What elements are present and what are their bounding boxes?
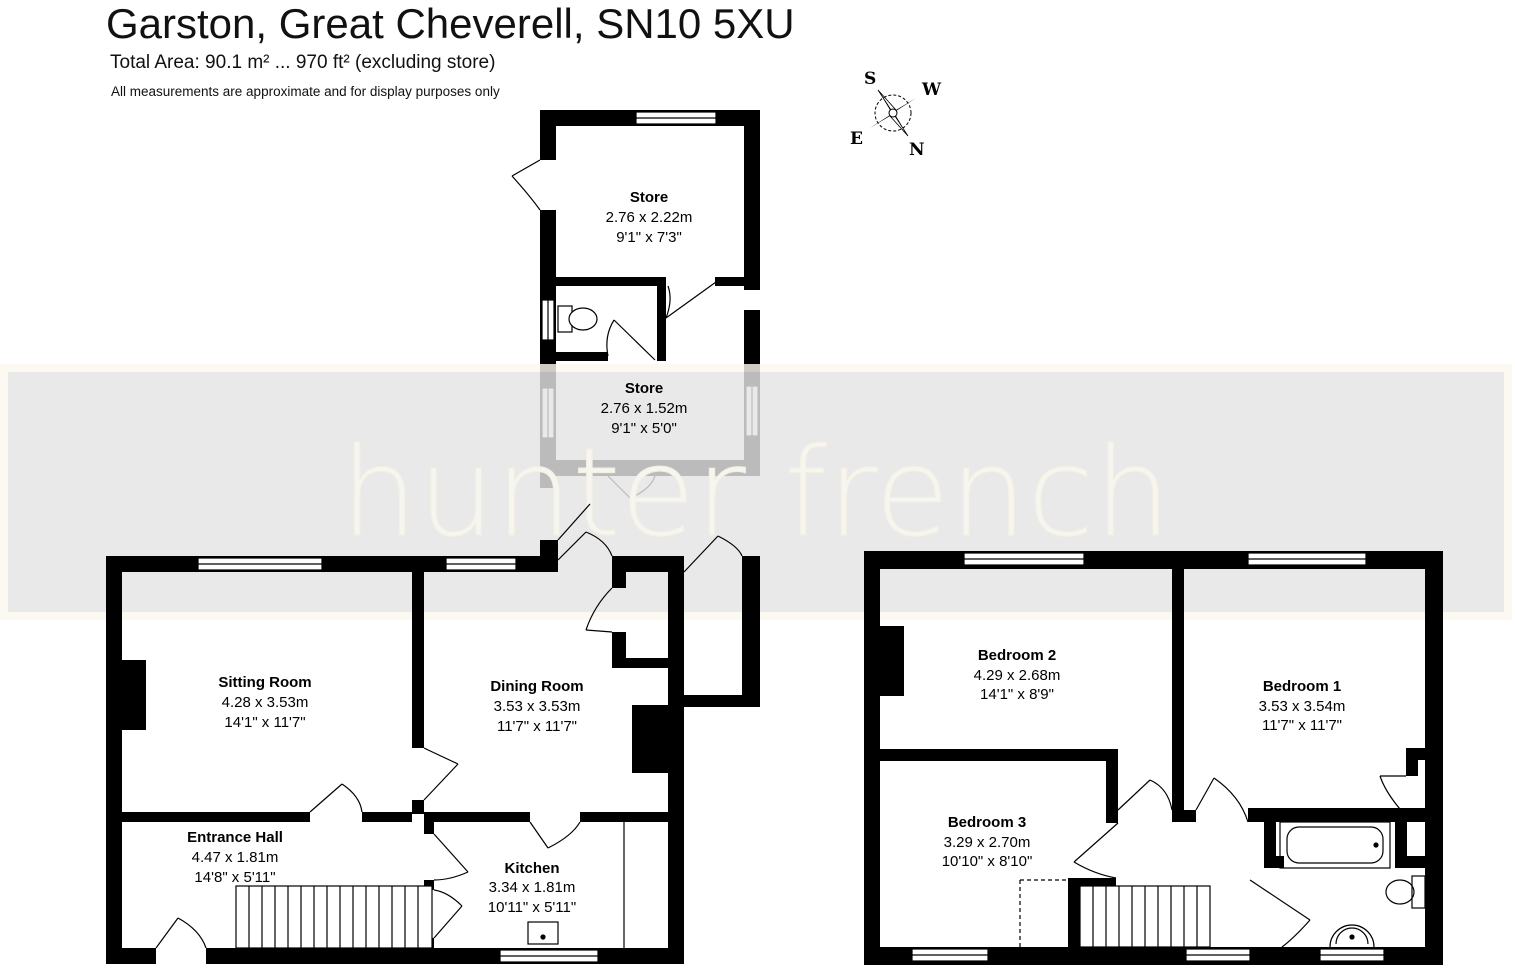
entrance-hall-name: Entrance Hall [187,829,283,846]
bedroom-2-metric: 4.29 x 2.68m [974,667,1061,684]
bedroom-3-imperial: 10'10" x 8'10" [942,853,1033,870]
bedroom-1-imperial: 11'7" x 11'7" [1262,717,1342,734]
sitting-room-metric: 4.28 x 3.53m [222,694,309,711]
entrance-hall-imperial: 14'8" x 5'11" [194,869,275,886]
compass-e-label: E [850,129,863,149]
total-area: Total Area: 90.1 m² ... 970 ft² (excludi… [110,52,496,73]
ground-floor-windows [197,557,599,963]
store-lower-imperial: 9'1" x 5'0" [611,420,677,437]
store-lower-name: Store [625,380,663,397]
bedroom-1-metric: 3.53 x 3.54m [1259,698,1346,715]
sitting-room-imperial: 14'1" x 11'7" [224,714,305,731]
disclaimer: All measurements are approximate and for… [111,84,500,99]
dining-room-name: Dining Room [490,678,583,695]
bedroom-2-name: Bedroom 2 [978,647,1056,664]
outbuilding-doors [511,159,717,499]
store-upper-name: Store [630,189,668,206]
first-floor-windows [911,552,1385,962]
sitting-room-name: Sitting Room [218,674,311,691]
compass-n-label: N [909,140,925,160]
dining-room-metric: 3.53 x 3.53m [494,698,581,715]
bedroom-3-metric: 3.29 x 2.70m [944,834,1031,851]
store-lower-metric: 2.76 x 1.52m [601,400,688,417]
compass-w-label: W [921,80,942,100]
room-labels: Store 2.76 x 2.22m 9'1" x 7'3" Store 2.7… [187,189,1345,916]
kitchen-metric: 3.34 x 1.81m [489,879,576,896]
watermark-text: hunter french [340,422,1171,564]
first-floor-fixtures [1019,775,1426,948]
kitchen-imperial: 10'11" x 5'11" [488,899,576,916]
bedroom-1-name: Bedroom 1 [1263,678,1341,695]
store-upper-metric: 2.76 x 2.22m [606,209,693,226]
page-title: Garston, Great Cheverell, SN10 5XU [106,0,795,47]
ground-floor-stairs [235,885,433,949]
kitchen-name: Kitchen [504,860,559,877]
entrance-hall-metric: 4.47 x 1.81m [192,849,279,866]
store-upper-imperial: 9'1" x 7'3" [616,229,682,246]
compass-rose: S W E N [850,69,942,160]
bedroom-2-imperial: 14'1" x 8'9" [980,686,1054,703]
ground-floor-doors [155,503,743,949]
compass-s-label: S [864,69,876,89]
dining-room-imperial: 11'7" x 11'7" [497,718,577,735]
bedroom-3-name: Bedroom 3 [948,814,1026,831]
